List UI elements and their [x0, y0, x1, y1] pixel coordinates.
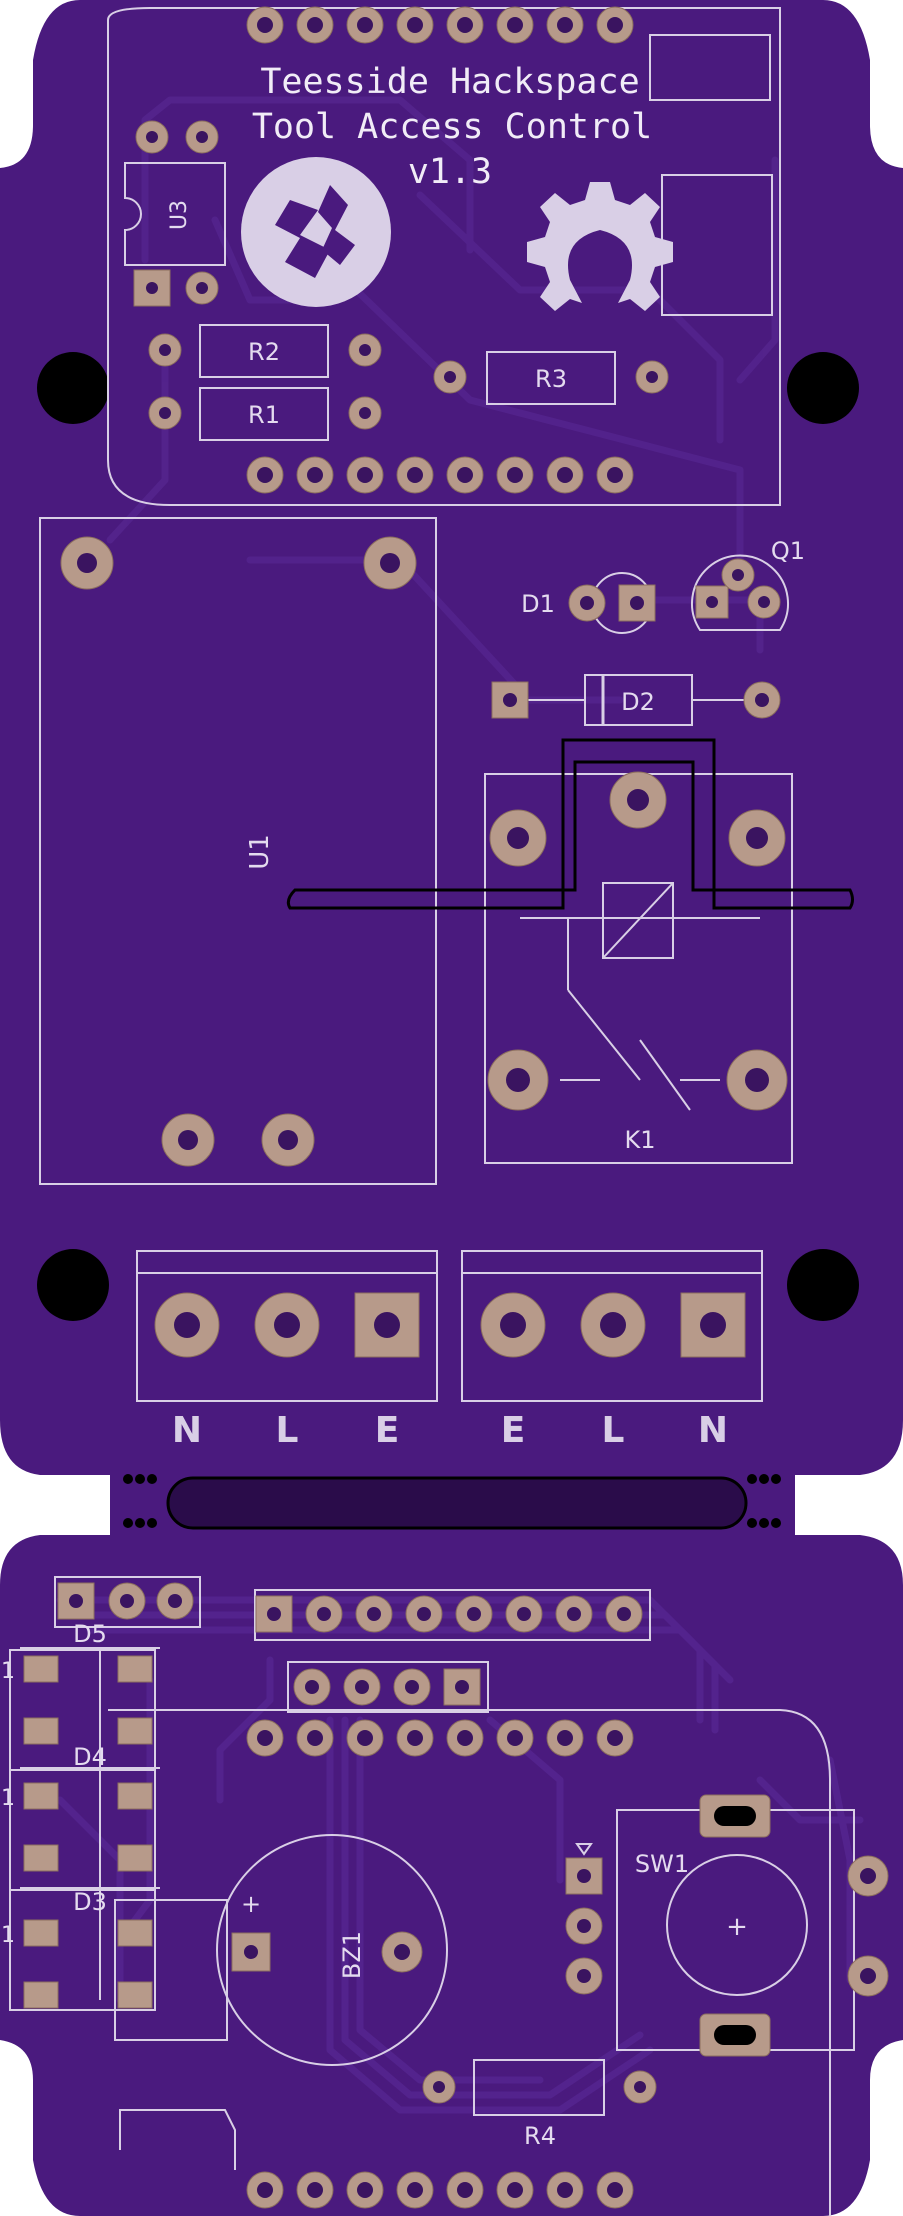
label-d1: D1	[521, 590, 555, 618]
mount-hole-mid-left	[37, 1249, 109, 1321]
pin1-marker-icon	[575, 1843, 593, 1856]
terminal-label-e-left: E	[375, 1410, 400, 1451]
label-u1: U1	[245, 834, 275, 870]
label-bz1-plus: +	[241, 1890, 261, 1918]
relay-wire-outline	[286, 738, 854, 910]
top-board-shape	[0, 0, 903, 1475]
terminal-label-n-right: N	[698, 1410, 728, 1451]
title-line-1: Teesside Hackspace	[260, 62, 639, 102]
title-line-3: v1.3	[408, 152, 492, 192]
bottom-pads	[23, 1582, 889, 2209]
terminal-label-n-left: N	[172, 1410, 202, 1451]
label-u3: U3	[167, 200, 192, 230]
label-r2: R2	[248, 338, 280, 366]
label-sw1-plus: +	[726, 1912, 748, 1942]
label-sw1: SW1	[635, 1850, 689, 1878]
header-bottom-row	[246, 456, 634, 494]
label-bz1: BZ1	[338, 1931, 366, 1979]
label-d2: D2	[621, 688, 655, 716]
breakaway-slot	[166, 1476, 748, 1530]
label-d3: D3	[73, 1888, 107, 1916]
terminal-label-l-right: L	[602, 1410, 625, 1451]
hackspace-logo-icon	[241, 157, 391, 307]
mount-hole-mid-right	[787, 1249, 859, 1321]
label-pin1-d4: 1	[1, 1786, 15, 1811]
open-hardware-gear-icon	[527, 182, 673, 311]
terminal-label-l-left: L	[276, 1410, 299, 1451]
terminal-label-e-right: E	[501, 1410, 526, 1451]
mouse-bite-holes	[123, 1474, 781, 1528]
label-d5: D5	[73, 1620, 107, 1648]
label-pin1-d3: 1	[1, 1923, 15, 1948]
label-pin1-d5: 1	[1, 1659, 15, 1684]
label-r3: R3	[535, 365, 567, 393]
label-r1: R1	[248, 401, 280, 429]
top-silkscreen	[39, 7, 854, 1402]
label-k1: K1	[624, 1126, 655, 1154]
board-title: Teesside Hackspace Tool Access Control v…	[252, 62, 652, 192]
mount-hole-top-right	[787, 352, 859, 424]
mount-hole-top-left	[37, 352, 109, 424]
top-pads	[60, 6, 788, 1358]
label-r4: R4	[524, 2122, 556, 2150]
header-top-row	[246, 6, 634, 44]
label-d4: D4	[73, 1743, 107, 1771]
terminal-labels: N L E E L N	[172, 1410, 728, 1451]
label-q1: Q1	[771, 537, 805, 565]
bottom-board-shape	[0, 1535, 903, 2216]
mounting-holes	[37, 352, 859, 1321]
title-line-2: Tool Access Control	[252, 107, 652, 147]
